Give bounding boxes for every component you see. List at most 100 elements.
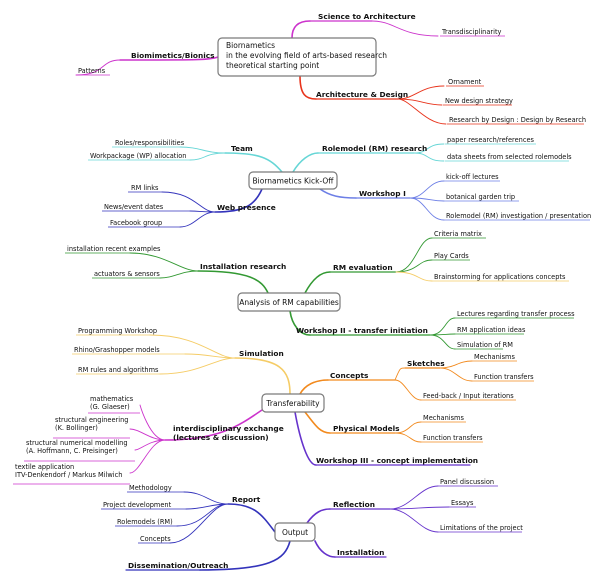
leaf-workpackage[interactable]: Workpackage (WP) allocation	[90, 152, 186, 160]
branch-web-presence[interactable]: Web presence	[217, 203, 276, 212]
leaf-methodology[interactable]: Methodology	[129, 484, 172, 492]
leaf-limitations[interactable]: Limitations of the project	[440, 524, 523, 532]
leaf-facebook[interactable]: Facebook group	[110, 219, 162, 227]
leaf-new-design-strategy[interactable]: New design strategy	[445, 97, 513, 105]
leaf-patterns[interactable]: Patterns	[78, 67, 106, 75]
connector-line	[161, 191, 216, 213]
hub-analysis[interactable]: Analysis of RM capabilities	[237, 292, 341, 312]
hub-biornametics-field-box	[217, 37, 377, 77]
connector-line	[413, 143, 445, 154]
leaf-mathematics[interactable]: mathematics(G. Glaeser)	[90, 395, 134, 411]
leaf-actuators[interactable]: actuators & sensors	[94, 270, 160, 278]
leaf-brainstorming[interactable]: Brainstorming for applications concepts	[434, 273, 566, 281]
leaf-mechanisms-1[interactable]: Mechanisms	[474, 353, 515, 361]
leaf-rm-rules[interactable]: RM rules and algorithms	[78, 366, 159, 374]
leaf-concepts-leaf[interactable]: Concepts	[140, 535, 171, 543]
leaf-rm-investigation[interactable]: Rolemodel (RM) investigation / presentat…	[446, 212, 591, 220]
connector-line	[395, 271, 433, 282]
leaf-rm-links[interactable]: RM links	[131, 184, 159, 192]
branch-rolemodel-research[interactable]: Rolemodel (RM) research	[322, 144, 427, 153]
leaf-structural-eng-line: structural engineering	[55, 416, 128, 424]
branch-sketches[interactable]: Sketches	[407, 359, 445, 368]
connector-line	[179, 211, 216, 228]
leaf-criteria-matrix[interactable]: Criteria matrix	[434, 230, 482, 238]
connector-line	[75, 59, 121, 76]
hub-transferability[interactable]: Transferability	[261, 393, 325, 413]
branch-interdisciplinary[interactable]: interdisciplinary exchange(lectures & di…	[173, 424, 284, 442]
leaf-function-transfers-2[interactable]: Function transfers	[423, 434, 483, 442]
leaf-structural-num-line: (A. Hoffmann, C. Preisinger)	[26, 447, 118, 455]
leaf-news-event[interactable]: News/event dates	[104, 203, 164, 211]
leaf-rolemodels-rm[interactable]: Rolemodels (RM)	[117, 518, 173, 526]
branch-science-to-architecture[interactable]: Science to Architecture	[318, 12, 416, 21]
branch-labels: Science to ArchitectureBiomimetics/Bioni…	[128, 12, 478, 570]
connector-line	[184, 353, 236, 359]
leaf-play-cards[interactable]: Play Cards	[434, 252, 469, 260]
leaf-feedback[interactable]: Feed-back / Input iterations	[423, 392, 514, 400]
leaf-function-transfers-1[interactable]: Function transfers	[474, 373, 534, 381]
leaf-paper-research[interactable]: paper research/references	[447, 136, 535, 144]
hub-analysis-box	[237, 292, 341, 312]
connector-line	[291, 20, 311, 39]
connector-line	[164, 409, 263, 441]
branch-rm-evaluation[interactable]: RM evaluation	[333, 263, 393, 272]
leaf-data-sheets[interactable]: data sheets from selected rolemodels	[447, 153, 572, 161]
leaf-essays[interactable]: Essays	[451, 499, 474, 507]
connector-line	[227, 503, 276, 533]
branch-report[interactable]: Report	[232, 495, 261, 504]
leaf-panel-discussion[interactable]: Panel discussion	[440, 478, 494, 486]
connector-line	[319, 188, 357, 199]
connector-line	[289, 310, 311, 336]
leaf-install-examples[interactable]: installation recent examples	[67, 245, 161, 253]
connector-line	[413, 152, 445, 162]
branch-architecture-design[interactable]: Architecture & Design	[316, 90, 408, 99]
connector-line	[149, 334, 236, 359]
branch-biomimetics-bionics[interactable]: Biomimetics/Bionics	[131, 51, 215, 60]
leaf-structural-num[interactable]: structural numerical modelling(A. Hoffma…	[26, 439, 128, 455]
leaf-simulation-rm[interactable]: Simulation of RM	[457, 341, 513, 349]
branch-dissemination[interactable]: Dissemination/Outreach	[128, 561, 228, 570]
branch-workshop-2[interactable]: Workshop II - transfer initiation	[296, 326, 428, 335]
leaf-structural-eng[interactable]: structural engineering(K. Bollinger)	[55, 416, 128, 432]
hub-transferability-label: Transferability	[265, 399, 320, 408]
branch-installation[interactable]: Installation	[337, 548, 384, 557]
leaf-lectures-transfer[interactable]: Lectures regarding transfer process	[457, 310, 575, 318]
leaf-rm-app-ideas[interactable]: RM application ideas	[457, 326, 526, 334]
leaf-programming-workshop[interactable]: Programming Workshop	[78, 327, 157, 335]
branch-concepts[interactable]: Concepts	[330, 371, 369, 380]
branch-installation-research[interactable]: Installation research	[200, 262, 286, 271]
connector-line	[395, 237, 433, 273]
leaf-botanical-trip[interactable]: botanical garden trip	[446, 193, 515, 201]
connector-line	[129, 252, 199, 272]
leaf-rhino[interactable]: Rhino/Grashopper models	[74, 346, 160, 354]
branch-workshop-1[interactable]: Workshop I	[359, 189, 406, 198]
connector-line	[169, 503, 229, 544]
connector-line	[139, 404, 166, 441]
branch-team[interactable]: Team	[231, 144, 253, 153]
branch-workshop-3[interactable]: Workshop III - concept implementation	[316, 456, 478, 465]
hub-kickoff[interactable]: Biornametics Kick-Off	[248, 171, 338, 190]
leaf-kickoff-lectures[interactable]: kick-off lectures	[446, 173, 499, 181]
branch-reflection[interactable]: Reflection	[333, 500, 375, 509]
connector-line	[371, 20, 439, 37]
leaf-mechanisms-2[interactable]: Mechanisms	[423, 414, 464, 422]
connector-line	[179, 146, 226, 154]
hub-output-box	[274, 522, 316, 542]
connector-line	[397, 98, 443, 106]
leaf-roles[interactable]: Roles/responsibilities	[115, 139, 185, 147]
branch-physical-models[interactable]: Physical Models	[333, 424, 400, 433]
connector-line	[304, 411, 331, 434]
leaf-ornament[interactable]: Ornament	[448, 78, 482, 86]
connector-line	[304, 271, 331, 294]
leaf-transdisciplinarity[interactable]: Transdisciplinarity	[441, 28, 502, 36]
branch-simulation[interactable]: Simulation	[239, 349, 284, 358]
leaf-research-by-design[interactable]: Research by Design : Design by Research	[449, 116, 586, 124]
leaf-project-development[interactable]: Project development	[103, 501, 172, 509]
hub-output[interactable]: Output	[274, 522, 316, 542]
connector-line	[234, 357, 291, 395]
connector-line	[299, 379, 329, 395]
connector-line	[314, 540, 336, 558]
